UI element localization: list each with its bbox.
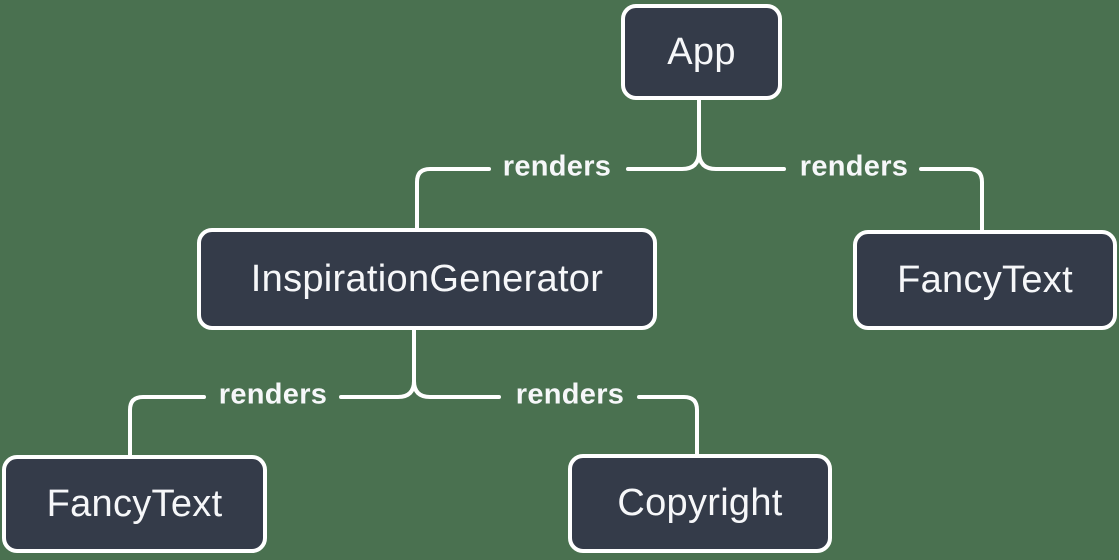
edge-app-right-flare — [697, 150, 786, 171]
edge-ig-left-flare — [339, 379, 416, 399]
node-app: App — [621, 4, 782, 100]
edge-label-ig-copyright: renders — [515, 378, 625, 411]
edge-app-left-drop — [415, 167, 491, 231]
edge-app-left-flare — [626, 150, 701, 171]
node-inspiration-generator: InspirationGenerator — [197, 228, 657, 330]
edge-label-app-fancy-text: renders — [799, 150, 909, 183]
node-copyright: Copyright — [568, 454, 832, 553]
edge-label-app-inspiration-generator: renders — [502, 150, 612, 183]
edge-ig-right-flare — [412, 379, 501, 399]
node-app-label: App — [667, 30, 736, 73]
node-fancy-text-bottom-label: FancyText — [46, 482, 223, 525]
edge-label-ig-fancy-text: renders — [218, 378, 328, 411]
edge-ig-left-drop — [128, 395, 206, 458]
node-fancy-text-top: FancyText — [853, 230, 1117, 330]
edge-ig-right-drop — [637, 395, 699, 457]
node-inspiration-generator-label: InspirationGenerator — [250, 257, 604, 300]
node-fancy-text-top-label: FancyText — [897, 258, 1073, 301]
node-fancy-text-bottom: FancyText — [2, 455, 267, 553]
node-copyright-label: Copyright — [617, 482, 783, 524]
edge-app-right-drop — [919, 167, 984, 233]
